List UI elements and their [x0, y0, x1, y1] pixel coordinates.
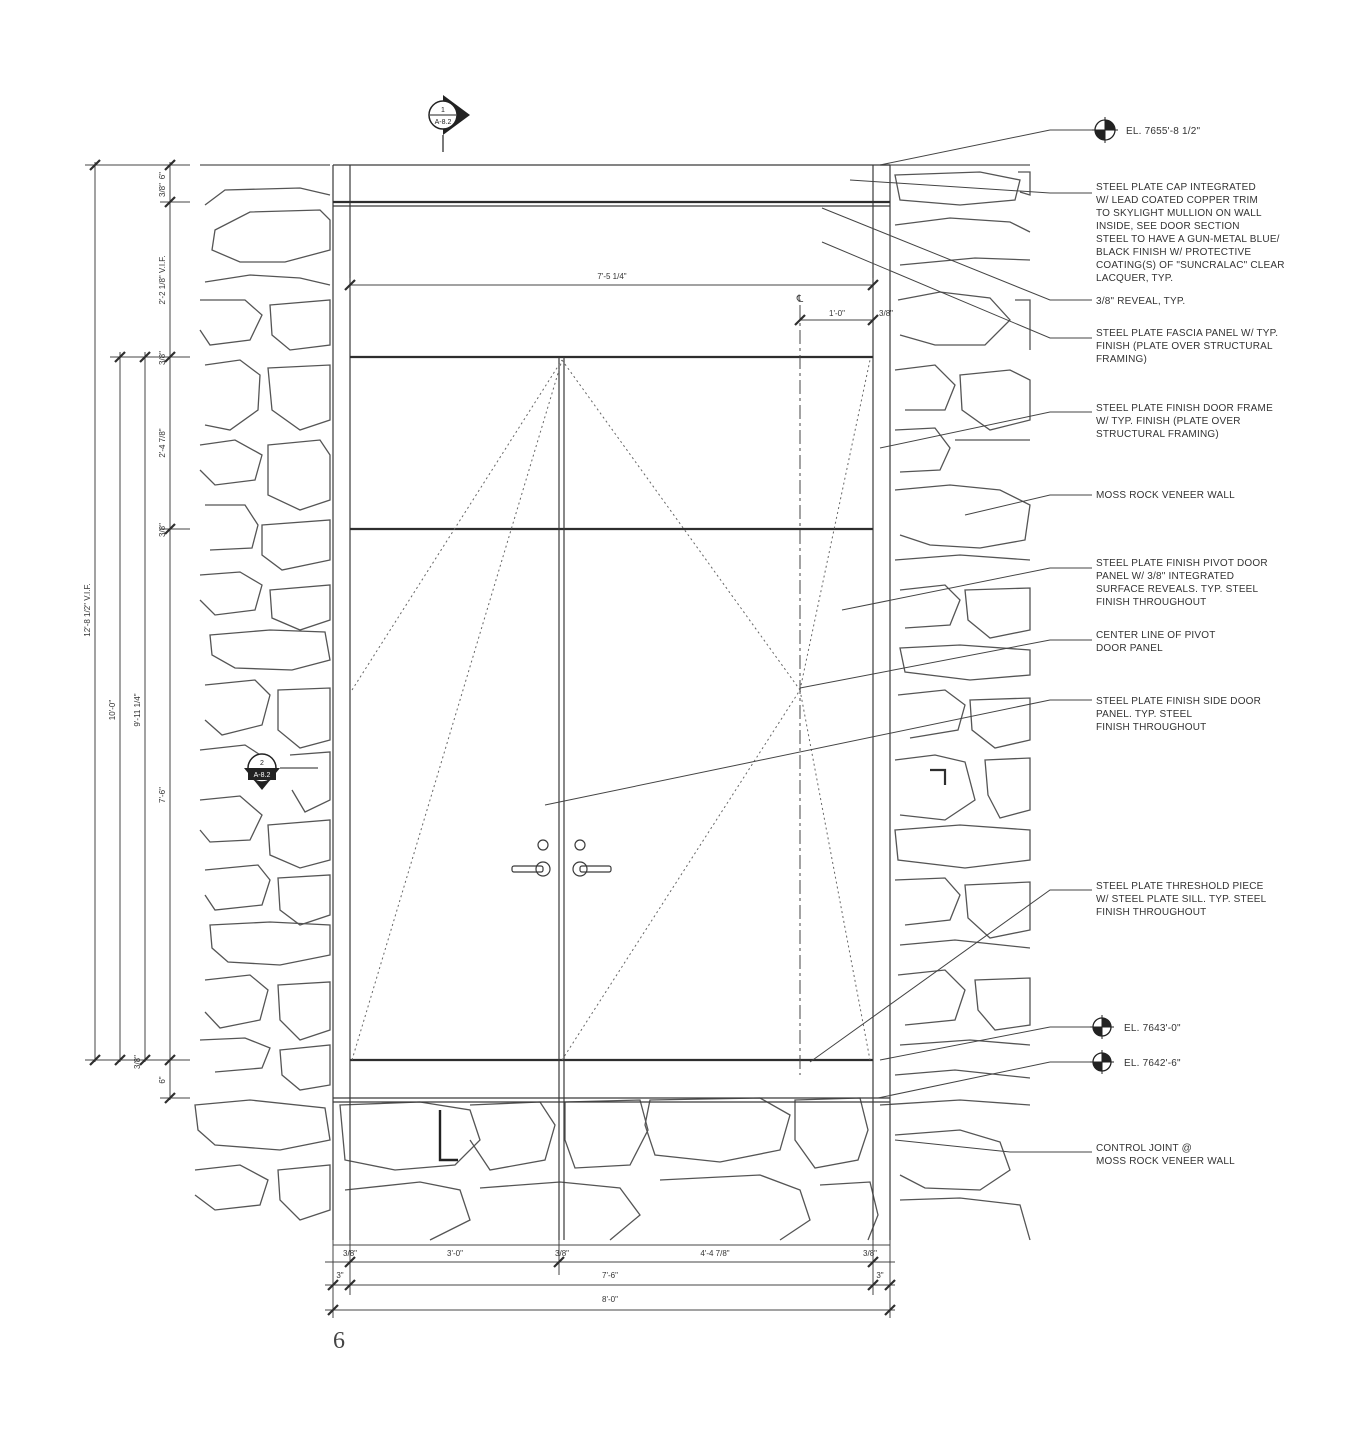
vertical-dimensions: 12'-8 1/2" V.I.F. 10'-0" 9'-11 1/4" 3/8"… [83, 159, 190, 1104]
dimension-ticks-left [89, 159, 176, 1104]
note-fascia: STEEL PLATE FASCIA PANEL W/ TYP. FINISH … [1096, 328, 1281, 365]
dimension-ticks-bottom [327, 1256, 896, 1316]
section-marker-top-num: 1 [441, 107, 445, 114]
dim-b1-b: 3'-0" [447, 1249, 463, 1258]
dim-v-reveal-1: 3/8" [158, 183, 167, 197]
dim-v-6in-top: 6" [158, 172, 167, 179]
moss-rock-veneer-left [199, 164, 331, 1091]
annotation-notes: STEEL PLATE CAP INTEGRATED W/ LEAD COATE… [1096, 182, 1288, 1167]
dim-overall-height: 12'-8 1/2" V.I.F. [83, 583, 92, 636]
section-marker-top: 1 A-8.2 [428, 95, 470, 152]
note-steel-cap: STEEL PLATE CAP INTEGRATED W/ LEAD COATE… [1096, 182, 1288, 284]
dim-b2-c: 3" [876, 1271, 883, 1280]
bottom-dimensions: 3/8" 3'-0" 3/8" 4'-4 7/8" 3/8" 3" 7'-6" … [325, 1240, 896, 1318]
dim-b1-c: 3/8" [555, 1249, 569, 1258]
section-marker-side-sheet: A-8.2 [254, 772, 271, 779]
note-pivot-door: STEEL PLATE FINISH PIVOT DOOR PANEL W/ 3… [1096, 558, 1271, 608]
elevation-threshold-label: EL. 7642'-6" [1124, 1058, 1181, 1069]
note-reveal: 3/8" REVEAL, TYP. [1096, 296, 1185, 307]
dim-v-fascia: 2'-2 1/8" V.I.F. [158, 256, 167, 305]
dim-top-width: 7'-5 1/4" [597, 272, 626, 281]
dim-v-reveal-4: 3/8" [133, 1055, 142, 1069]
door-assembly [332, 164, 947, 1240]
note-control-joint: CONTROL JOINT @ MOSS ROCK VENEER WALL [1096, 1143, 1235, 1167]
moss-rock-veneer-bottom [194, 1097, 1031, 1241]
dim-b1-a: 3/8" [343, 1249, 357, 1258]
dim-b1-d: 4'-4 7/8" [700, 1249, 729, 1258]
section-marker-top-sheet: A-8.2 [435, 119, 452, 126]
dim-v-upper-panel: 2'-4 7/8" [158, 428, 167, 457]
section-marker-side: 2 A-8.2 [244, 753, 318, 790]
dim-pivot-offset: 1'-0" [829, 309, 845, 318]
note-leaders [544, 179, 1092, 1153]
dim-pivot-reveal: 3/8" [879, 309, 893, 318]
note-moss-rock: MOSS ROCK VENEER WALL [1096, 490, 1235, 501]
dim-b2-b: 7'-6" [602, 1271, 618, 1280]
elevation-sill-label: EL. 7643'-0" [1124, 1023, 1181, 1034]
elevation-marker-sill: EL. 7643'-0" [879, 1015, 1181, 1061]
dim-b2-a: 3" [336, 1271, 343, 1280]
dim-v-6in-bottom: 6" [158, 1076, 167, 1083]
dim-v-reveal-2: 3/8" [158, 351, 167, 365]
dim-b3: 8'-0" [602, 1295, 618, 1304]
note-door-frame: STEEL PLATE FINISH DOOR FRAME W/ TYP. FI… [1096, 403, 1276, 440]
elevation-marker-top: EL. 7655'-8 1/2" [879, 117, 1201, 166]
dim-v-reveal-3: 3/8" [158, 523, 167, 537]
dim-v-door: 7'-6" [158, 787, 167, 803]
elevation-marker-threshold: EL. 7642'-6" [877, 1050, 1181, 1099]
drawing-number: 6 [333, 1328, 345, 1354]
moss-rock-veneer-right [880, 164, 1031, 1079]
note-threshold: STEEL PLATE THRESHOLD PIECE W/ STEEL PLA… [1096, 881, 1269, 918]
top-dimensions: 7'-5 1/4" 1'-0" 3/8" ℄ [344, 272, 893, 330]
elevation-top-label: EL. 7655'-8 1/2" [1126, 126, 1201, 137]
section-marker-side-num: 2 [260, 760, 264, 767]
dim-b1-e: 3/8" [863, 1249, 877, 1258]
note-side-door: STEEL PLATE FINISH SIDE DOOR PANEL. TYP.… [1096, 696, 1264, 733]
dim-9ft-11: 9'-11 1/4" [133, 693, 142, 726]
centerline-symbol: ℄ [796, 294, 804, 305]
dim-10ft: 10'-0" [108, 700, 117, 721]
note-centerline: CENTER LINE OF PIVOT DOOR PANEL [1096, 630, 1218, 654]
